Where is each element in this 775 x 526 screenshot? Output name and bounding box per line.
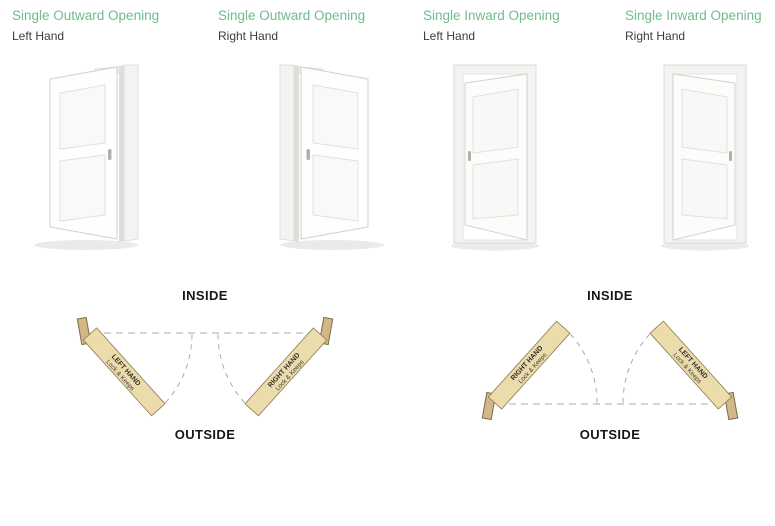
door-molding-top xyxy=(681,88,728,154)
door-illustration-inward-right xyxy=(661,64,749,251)
frame-jamb xyxy=(123,64,139,242)
door-handle xyxy=(306,149,310,160)
column-subtitle: Left Hand xyxy=(12,28,65,43)
door-slab-right-hand: RIGHT HAND Lock & Keeps xyxy=(244,327,328,417)
door-handle xyxy=(468,151,471,161)
door-molding-bottom xyxy=(472,158,519,220)
door-illustration-outward-right xyxy=(279,64,384,250)
column-subtitle: Right Hand xyxy=(625,28,686,43)
door-handle xyxy=(729,151,732,161)
inside-label: INSIDE xyxy=(182,288,228,303)
door-molding-top xyxy=(312,84,359,150)
door-slab-left-hand: LEFT HAND Lock & Keeps xyxy=(82,327,166,417)
door-slab-right-hand: RIGHT HAND Lock & Keeps xyxy=(487,320,571,410)
door-column-inward-right: Single Inward Opening Right Hand xyxy=(625,8,775,251)
door-illustration-inward-left xyxy=(451,64,539,251)
door-slab xyxy=(487,320,571,410)
door-shadow xyxy=(661,241,749,251)
swing-arc-right xyxy=(217,333,253,411)
frame-jamb xyxy=(279,64,295,242)
inward-swing-diagram: RIGHT HAND Lock & Keeps LEFT HAND Lock &… xyxy=(481,320,739,421)
door-molding-top xyxy=(472,88,519,154)
inward-opening-schematic: INSIDE RIGHT HAND Lock & Keeps LEFT HAND… xyxy=(465,288,755,442)
door-column-outward-right: Single Outward Opening Right Hand xyxy=(218,8,416,250)
door-slab xyxy=(82,327,166,417)
column-subtitle: Left Hand xyxy=(423,28,476,43)
column-title: Single Outward Opening xyxy=(12,8,160,23)
door-slab xyxy=(649,320,733,410)
column-title: Single Outward Opening xyxy=(218,8,366,23)
outward-swing-diagram: LEFT HAND Lock & Keeps RIGHT HAND Lock &… xyxy=(76,316,334,417)
swing-arc-left xyxy=(157,333,193,411)
door-molding-bottom xyxy=(312,154,359,222)
door-column-outward-left: Single Outward Opening Left Hand xyxy=(12,8,210,250)
outside-label: OUTSIDE xyxy=(579,427,641,442)
door-slab xyxy=(244,327,328,417)
column-subtitle: Right Hand xyxy=(218,28,279,43)
door-molding-bottom xyxy=(59,154,106,222)
door-shadow xyxy=(451,241,539,251)
column-title: Single Inward Opening xyxy=(625,8,762,23)
door-illustration-outward-left xyxy=(34,64,139,250)
column-title: Single Inward Opening xyxy=(423,8,560,23)
swing-arc-left xyxy=(562,326,598,404)
door-handle xyxy=(108,149,112,160)
door-slab-left-hand: LEFT HAND Lock & Keeps xyxy=(649,320,733,410)
outside-label: OUTSIDE xyxy=(174,427,236,442)
door-column-inward-left: Single Inward Opening Left Hand xyxy=(423,8,621,251)
swing-arc-right xyxy=(622,326,658,404)
door-molding-bottom xyxy=(681,158,728,220)
door-shadow xyxy=(280,240,384,250)
outward-opening-schematic: INSIDE LEFT HAND Lock & Keeps RIGHT HAND… xyxy=(60,288,350,442)
frame-reveal xyxy=(119,65,124,242)
inside-label: INSIDE xyxy=(587,288,633,303)
door-shadow xyxy=(34,240,138,250)
door-molding-top xyxy=(59,84,106,150)
frame-reveal xyxy=(294,65,299,242)
